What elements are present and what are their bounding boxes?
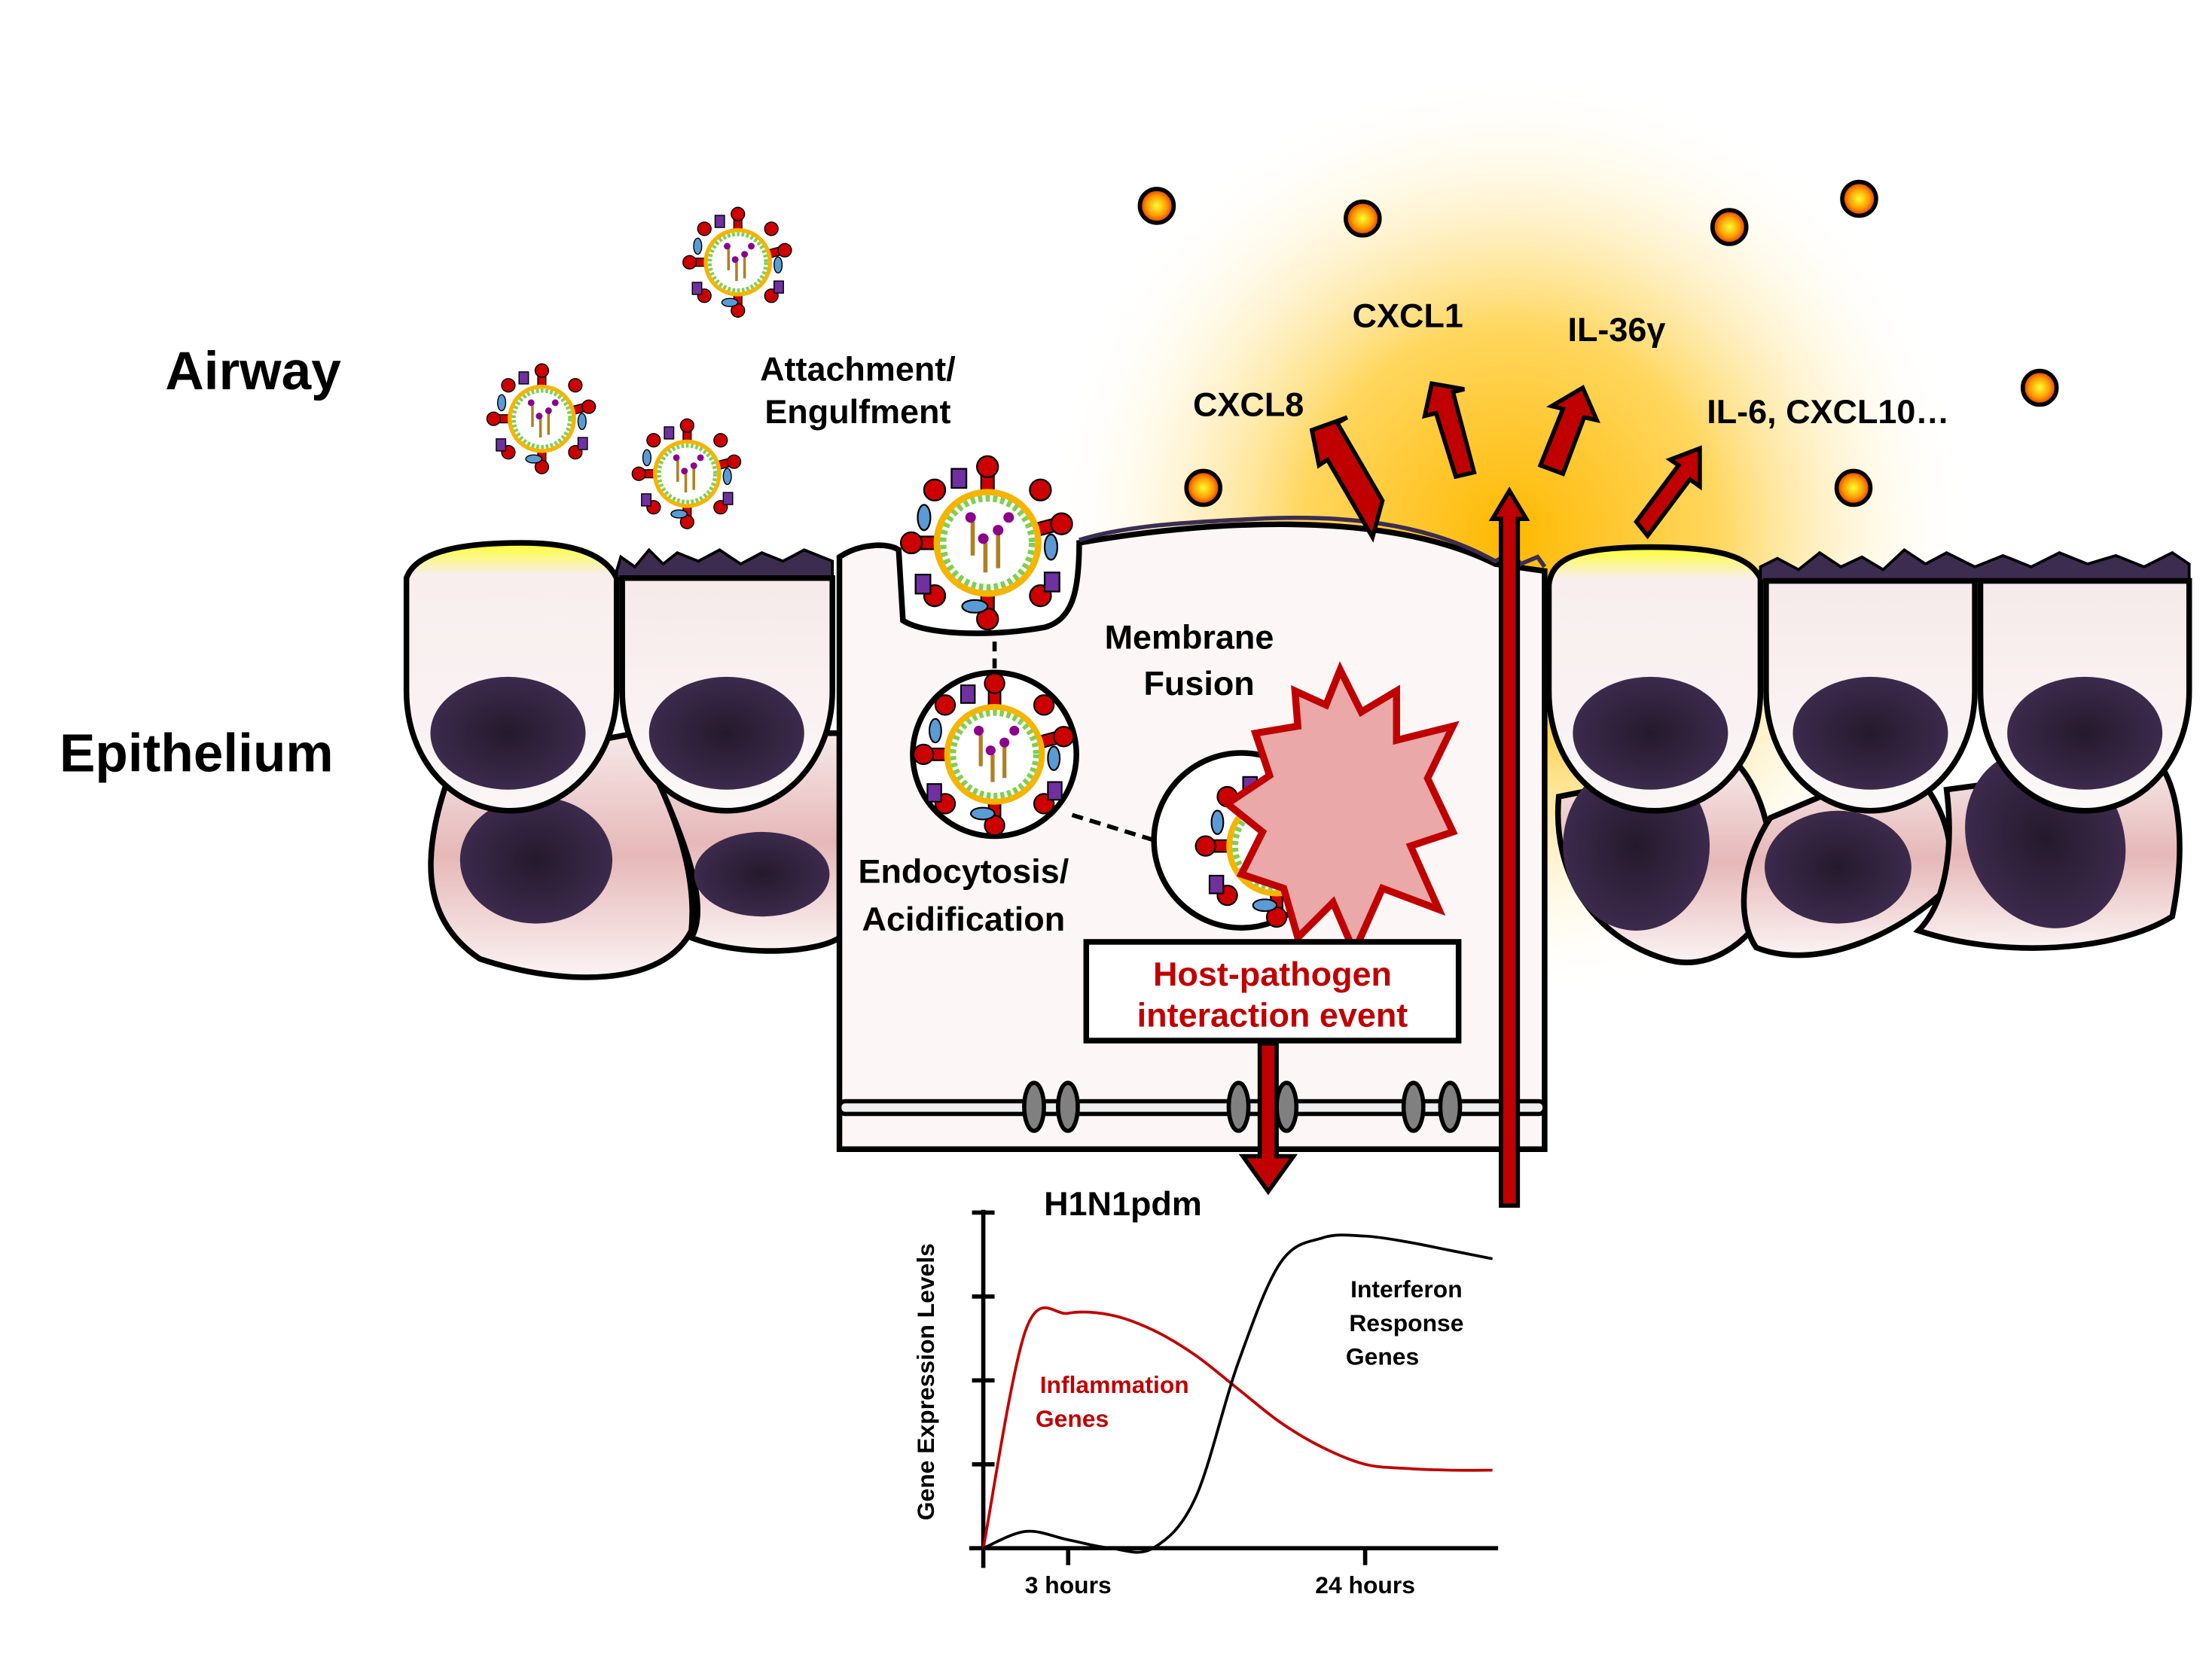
arrow-il6 (1634, 445, 1702, 540)
label-il36g: IL-36γ (1567, 310, 1665, 349)
arrow-cxcl1 (1422, 381, 1477, 480)
cytokine-particle (1137, 187, 1176, 225)
label-inflammation-line2: Genes (1036, 1405, 1109, 1432)
signal-arrow-down (1238, 1041, 1298, 1196)
virus-particle (632, 419, 740, 529)
cytokine-particle (1184, 468, 1222, 507)
label-interferon-line1: Interferon (1350, 1275, 1463, 1303)
virus-particle (487, 364, 595, 474)
label-inflammation-line1: Inflammation (1040, 1371, 1189, 1398)
series-line-interferon-response-genes (982, 1233, 1493, 1554)
label-cxcl8: CXCL8 (1193, 385, 1304, 423)
label-epithelium: Epithelium (59, 724, 334, 783)
secretion-arrow-up (1488, 486, 1530, 1208)
label-attachment-line1: Attachment/ (760, 350, 956, 389)
cytokine-particle (1834, 468, 1873, 507)
event-box-line1: Host-pathogen (1153, 955, 1392, 993)
membrane-fusion-burst (1221, 661, 1460, 961)
chart-title: H1N1pdm (1044, 1184, 1202, 1223)
cytokine-particles (1137, 179, 2059, 507)
label-endocytosis-line1: Endocytosis/ (859, 852, 1069, 890)
cytokine-particle (2020, 368, 2059, 407)
virus-endosome (914, 673, 1073, 835)
cytokine-particle (1710, 208, 1749, 246)
gene-expression-chart: H1N1pdm Gene Expression Levels 3 hours 24… (912, 1184, 1499, 1599)
event-box-line2: interaction event (1137, 995, 1408, 1034)
label-interferon-line3: Genes (1346, 1343, 1419, 1370)
event-box (1083, 939, 1462, 1044)
label-interferon-line2: Response (1349, 1309, 1463, 1336)
label-airway: Airway (165, 342, 341, 401)
label-il6-cxcl10: IL-6, CXCL10… (1707, 392, 1949, 431)
series-line-inflammation-genes (981, 1306, 1493, 1549)
epithelial-cells-right (1545, 544, 2192, 965)
arrow-cxcl8 (1309, 415, 1385, 543)
chart-ylabel: Gene Expression Levels (912, 1243, 939, 1520)
x-tick-label: 3 hours (1025, 1571, 1112, 1599)
epithelial-cells-left (403, 540, 843, 980)
label-attachment-line2: Engulfment (764, 392, 950, 431)
arrow-il36g (1537, 384, 1600, 477)
virus-particle (683, 207, 792, 317)
membrane-channels (1022, 1080, 1463, 1133)
label-fusion-line1: Membrane (1105, 617, 1274, 656)
label-fusion-line2: Fusion (1143, 664, 1254, 702)
virus-attaching (901, 456, 1072, 629)
cytokine-particle (1344, 199, 1382, 238)
x-tick-label: 24 hours (1315, 1571, 1415, 1599)
cytokine-particle (1840, 179, 1878, 218)
label-cxcl1: CXCL1 (1353, 296, 1463, 334)
label-endocytosis-line2: Acidification (862, 900, 1066, 938)
